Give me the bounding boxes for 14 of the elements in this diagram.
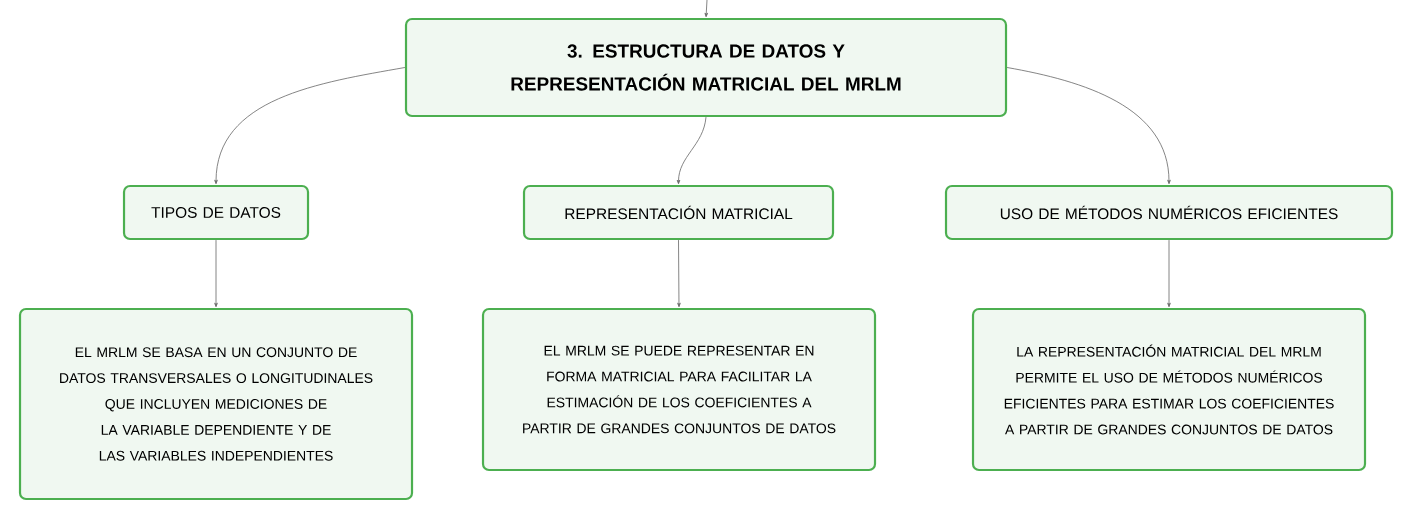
arrow [704,0,708,18]
topic-box: USO DE MÉTODOS NUMÉRICOS EFICIENTES [944,184,1394,241]
topic-box: TIPOS DE DATOS [122,184,310,241]
arrow [676,116,707,185]
topic-box: REPRESENTACIÓN MATRICIAL [522,184,835,241]
description-box: LA REPRESENTACIÓN MATRICIAL DEL MRLM PERMITE EL USO DE MÉTODOS NUMÉRICOS EFICIENTES PARA ESTIMAR LOS COEFICIENTES A PARTIR DE GRANDES CONJUNTOS DE DATOS [971,307,1367,472]
arrow [1167,239,1171,308]
arrow [214,67,406,185]
arrow [1006,67,1171,185]
description-box: EL MRLM SE BASA EN UN CONJUNTO DE DATOS TRANSVERSALES O LONGITUDINALES QUE INCLUYEN MEDICIONES DE LA VARIABLE DEPENDIENTE Y DE LAS VARIABLES INDEPENDIENTES [18,307,414,501]
description-box: EL MRLM SE PUEDE REPRESENTAR EN FORMA MATRICIAL PARA FACILITAR LA ESTIMACIÓN DE LOS COEFICIENTES A PARTIR DE GRANDES CONJUNTOS DE DATOS [481,307,877,472]
title-box: 3. ESTRUCTURA DE DATOS Y REPRESENTACIÓN MATRICIAL DEL MRLM [404,17,1008,118]
arrow [214,239,218,308]
arrow [677,239,681,308]
